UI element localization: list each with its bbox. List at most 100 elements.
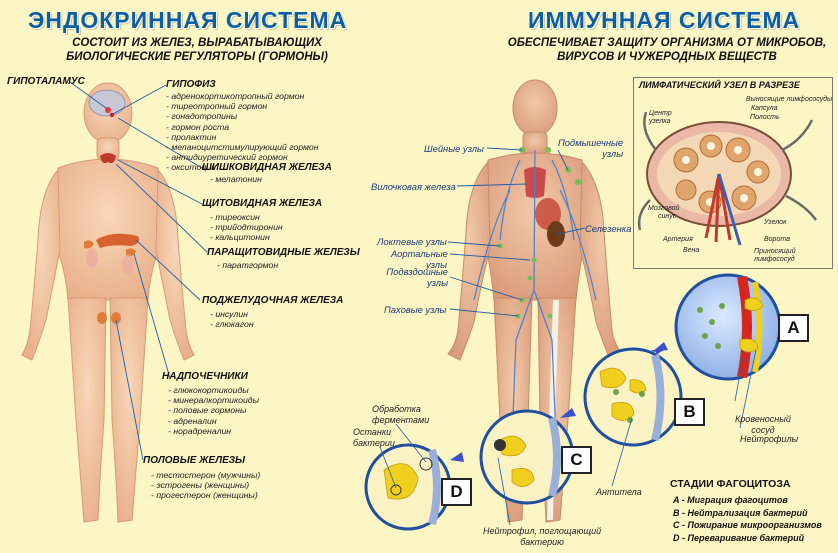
pancreas-hormones: инсулин глюкагон (210, 309, 343, 329)
pancreas-block: ПОДЖЕЛУДОЧНАЯ ЖЕЛЕЗА инсулин глюкагон (202, 295, 343, 329)
inguinal-nodes-label: Паховые узлы (384, 304, 447, 315)
antibody-label: Антитела (596, 487, 642, 497)
iliac-nodes-label: Подвздошные узлы (386, 266, 448, 288)
stage-d-letter: D (441, 478, 472, 506)
remains-label: Останки бактерии (353, 427, 395, 448)
vessel-line1: Кровеносный (735, 414, 791, 424)
lymph-node-title: ЛИМФАТИЧЕСКИЙ УЗЕЛ В РАЗРЕЗЕ (639, 80, 800, 90)
pituitary-hormones: адренокортикотропный гормон тиреотропный… (166, 91, 319, 173)
endocrine-body-figure (21, 82, 195, 523)
adrenal-hormones: глюкокортикоиды минералкортикоиды половы… (168, 385, 259, 436)
stages-list: A - Миграция фагоцитов B - Нейтрализация… (673, 494, 822, 544)
immune-title: ИММУННАЯ СИСТЕМА (528, 7, 801, 33)
thyroid-label: ЩИТОВИДНАЯ ЖЕЛЕЗА (202, 198, 323, 209)
immune-subtitle: ОБЕСПЕЧИВАЕТ ЗАЩИТУ ОРГАНИЗМА ОТ МИКРОБО… (498, 36, 836, 64)
cavity-label: Полость (750, 114, 780, 121)
hormone-item: тиреотропный гормон (166, 101, 319, 111)
remains-line2: бактерии (353, 437, 395, 448)
immune-subtitle-line2: ВИРУСОВ И ЧУЖЕРОДНЫХ ВЕЩЕСТВ (557, 51, 777, 63)
hormone-item: трийодтиронин (210, 222, 322, 232)
hormone-item: гонадотропины (166, 111, 319, 121)
hormone-item: норадреналин (168, 426, 259, 436)
sinus-line2: синус (658, 213, 677, 220)
hormone-item: прогестерон (женщины) (151, 490, 260, 500)
pineal-hormones: мелатонин (210, 174, 332, 184)
lymph-node-cross-section (637, 111, 818, 246)
nodule-label: Узелок (764, 219, 787, 226)
parathyroid-hormones: паратгормон (217, 260, 360, 270)
adrenal-block: НАДПОЧЕЧНИКИ глюкокортикоиды минералкорт… (162, 371, 259, 436)
gonads-hormones: тестостерон (мужчины) эстрогены (женщины… (151, 470, 260, 501)
afferent-line1: Приносящий (754, 248, 796, 255)
sinus-line1: Мозговой (648, 205, 680, 212)
hormone-item: окситоцин (166, 162, 319, 172)
aortic-line2: узлы (425, 259, 447, 270)
stage-a-letter: A (778, 314, 809, 342)
thymus-label: Вилочковая железа (371, 181, 456, 192)
phagocytosis-stage-a (674, 273, 782, 381)
neutrophil-eating-line1: Нейтрофил, поглощающий (483, 526, 602, 536)
spleen-label: Селезенка (585, 223, 632, 234)
lymph-node-inset (633, 77, 833, 269)
endocrine-subtitle-line1: СОСТОИТ ИЗ ЖЕЛЕЗ, ВЫРАБАТЫВАЮЩИХ (72, 37, 322, 49)
phagocytosis-stage-d (364, 443, 452, 531)
stage-item: B - Нейтрализация бактерий (673, 507, 808, 518)
stages-title: СТАДИИ ФАГОЦИТОЗА (670, 478, 791, 490)
hypothalamus-dot (105, 107, 111, 113)
aortic-nodes-label: Аортальные узлы (391, 248, 448, 270)
gonads-icon (97, 312, 107, 324)
hormone-item: адренокортикотропный гормон (166, 91, 319, 101)
iliac-line1: Подвздошные (386, 266, 448, 277)
hormone-item: паратгормон (217, 260, 360, 270)
adrenal-label: НАДПОЧЕЧНИКИ (162, 371, 248, 382)
enzyme-line1: Обработка (372, 404, 421, 414)
aortic-line1: Аортальные (391, 248, 448, 259)
endocrine-title: ЭНДОКРИННАЯ СИСТЕМА (28, 7, 348, 33)
parathyroid-label: ПАРАЩИТОВИДНЫЕ ЖЕЛЕЗЫ (207, 247, 360, 258)
vessel-label: Кровеносный сосуд (735, 414, 791, 435)
endocrine-subtitle: СОСТОИТ ИЗ ЖЕЛЕЗ, ВЫРАБАТЫВАЮЩИХ БИОЛОГИ… (28, 36, 366, 64)
center-line1: Центр (649, 110, 672, 117)
hormone-item: эстрогены (женщины) (151, 480, 260, 490)
stage-item: C - Пожирание микроорганизмов (673, 520, 822, 530)
immune-leader-lines (447, 147, 586, 317)
enzyme-line2: ферментами (372, 414, 430, 425)
vein-label: Вена (683, 247, 700, 254)
hormone-item: антидиуретический гормон (166, 152, 319, 162)
adrenal-left-icon (84, 240, 94, 249)
gonads-label: ПОЛОВЫЕ ЖЕЛЕЗЫ (143, 455, 246, 466)
pancreas-label: ПОДЖЕЛУДОЧНАЯ ЖЕЛЕЗА (202, 295, 344, 306)
parathyroid-block: ПАРАЩИТОВИДНЫЕ ЖЕЛЕЗЫ паратгормон (207, 247, 360, 270)
hormone-item: гормон роста (166, 122, 319, 132)
pituitary-label: ГИПОФИЗ (166, 79, 216, 90)
axillary-line1: Подмышечные (558, 137, 624, 148)
iliac-line2: узлы (426, 277, 448, 288)
pituitary-block: ГИПОФИЗ адренокортикотропный гормон тире… (166, 79, 319, 173)
stage-item: D - Переваривание бактерий (673, 532, 805, 543)
lymph-nodes (497, 147, 581, 319)
immune-subtitle-line1: ОБЕСПЕЧИВАЕТ ЗАЩИТУ ОРГАНИЗМА ОТ МИКРОБО… (507, 37, 827, 49)
stage-c-letter: C (561, 446, 592, 474)
hormone-item: адреналин (168, 416, 259, 426)
hormone-item: тиреоксин (210, 212, 322, 222)
brain-icon (88, 89, 126, 117)
hormone-item: минералкортикоиды (168, 395, 259, 405)
phagocytosis-leader-lines (379, 349, 757, 526)
neutrophils-label: Нейтрофилы (740, 434, 799, 444)
thyroid-icon (100, 153, 116, 164)
hormone-item: инсулин (210, 309, 343, 319)
hormone-item: глюкагон (210, 319, 343, 329)
hormone-item: кальцитонин (210, 232, 322, 242)
gate-label: Ворота (764, 236, 790, 243)
hypothalamus-label: ГИПОТАЛАМУС (7, 76, 85, 87)
afferent-line2: лимфососуд (754, 256, 795, 263)
axillary-nodes-label: Подмышечные узлы (558, 137, 623, 159)
vessel-line2: сосуд (751, 424, 775, 435)
enzyme-label: Обработка ферментами (372, 404, 429, 425)
remains-line1: Останки (353, 427, 392, 437)
endocrine-leader-lines (69, 81, 208, 461)
phagocytosis-stage-c (479, 409, 575, 505)
stage-item: A - Миграция фагоцитов (673, 495, 788, 505)
neutrophil-eating-label: Нейтрофил, поглощающий бактерию (483, 526, 601, 547)
